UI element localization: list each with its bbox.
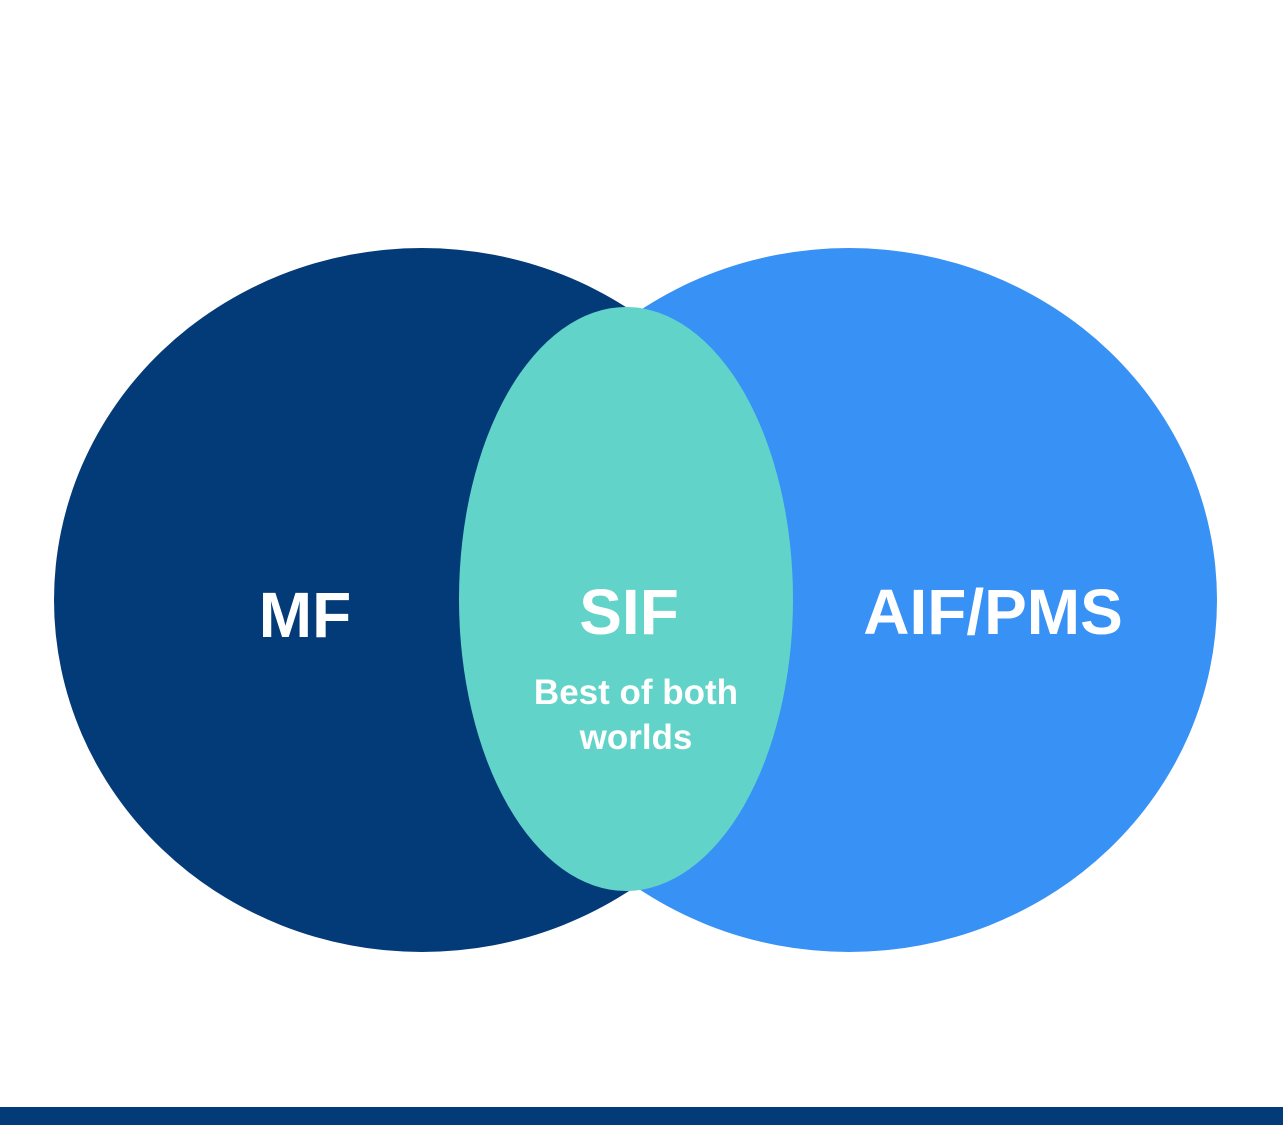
aif-pms-label: AIF/PMS (863, 576, 1123, 648)
sif-overlap (459, 307, 793, 891)
sif-sublabel: Best of both worlds (533, 673, 739, 757)
mf-label: MF (258, 579, 352, 651)
footer-bar (0, 1107, 1283, 1125)
sif-label: SIF (579, 576, 679, 648)
